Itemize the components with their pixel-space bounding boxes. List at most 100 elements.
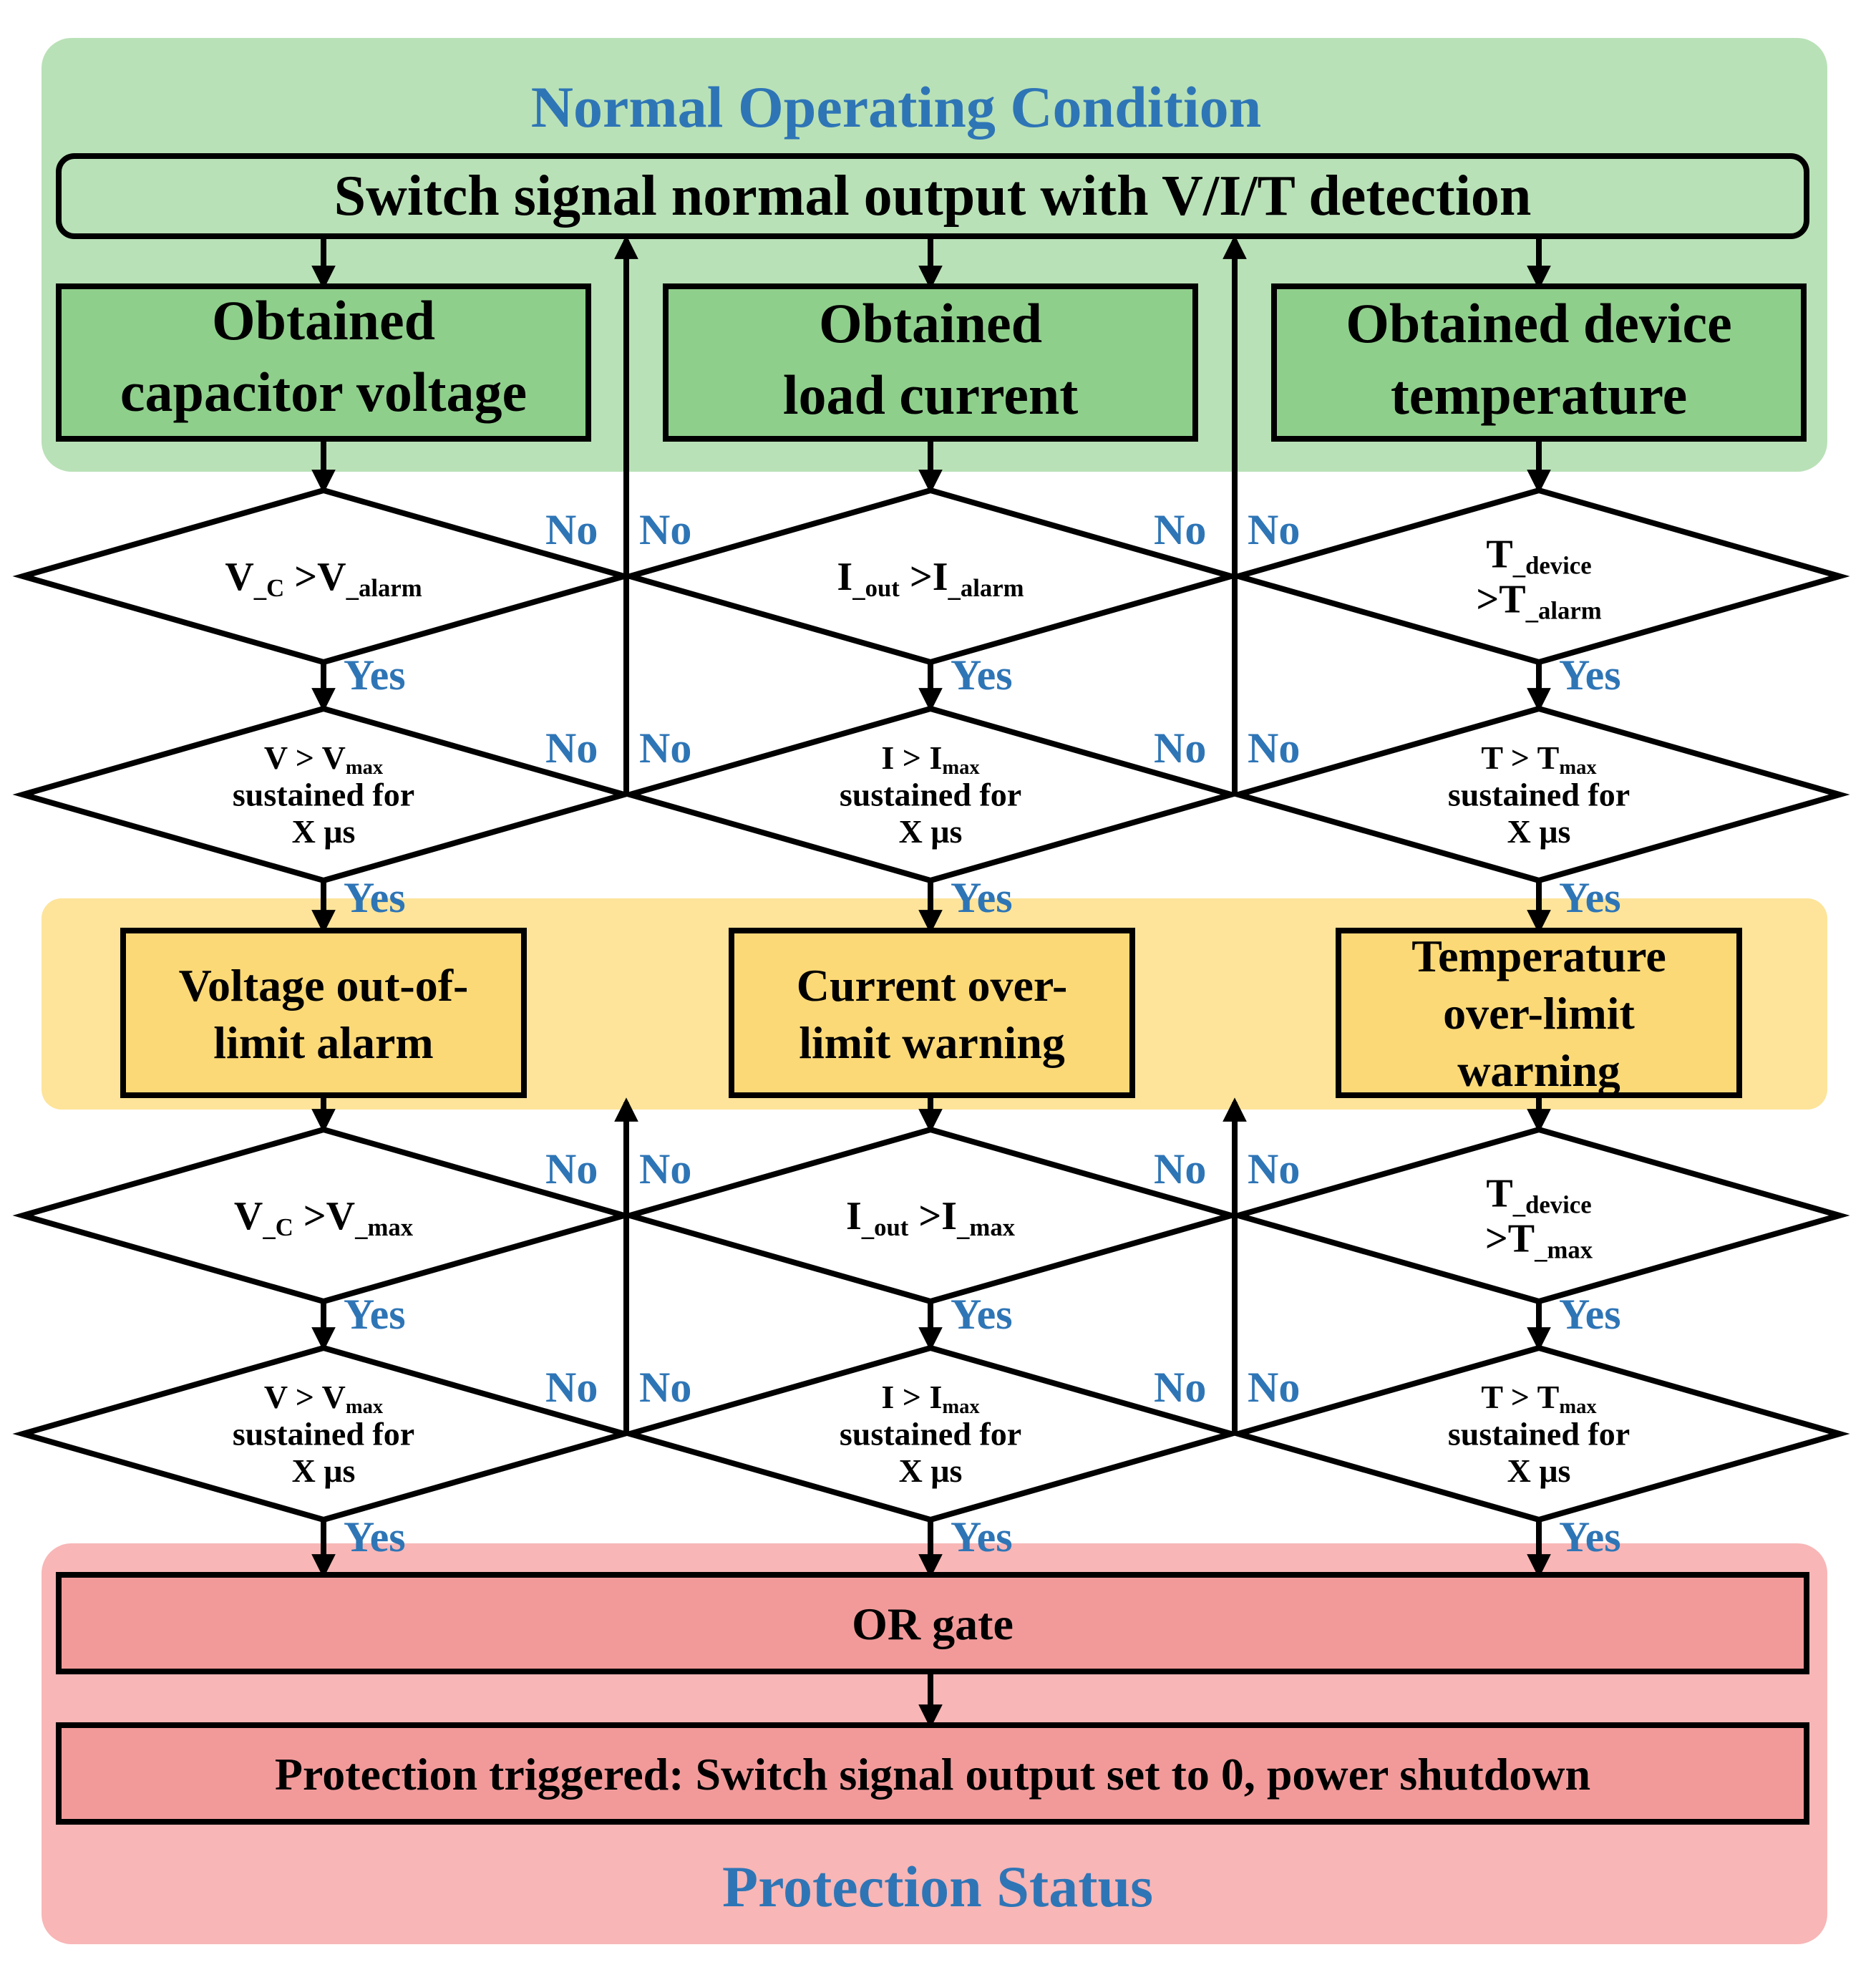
normal-zone-title: Normal Operating Condition [531,74,1261,140]
warning-line: limit warning [799,1017,1065,1068]
obtain-line: capacitor voltage [120,361,527,423]
condition-part: sustained for [1448,777,1630,813]
condition-text: X μs [899,1452,963,1489]
no-label: No [545,724,598,772]
subscript: max [942,757,980,779]
switch-signal-box [56,153,1809,239]
condition-text: sustained for [840,1416,1021,1452]
condition-text: X μs [1507,1452,1571,1489]
no-label: No [1248,1145,1300,1193]
obtain-box [1271,283,1807,442]
decision-shape [1228,1126,1850,1305]
no-label: No [639,1364,691,1411]
condition-part: sustained for [1448,1416,1630,1452]
max-threshold-diamond: V_C >V_max [12,1126,635,1305]
subscript: _device [1512,1190,1592,1218]
obtain-capacitor-voltage-node: Obtained capacitor voltage [56,283,591,442]
decision-shape [12,487,635,666]
no-label: No [639,506,691,553]
condition-text: I > Imax [881,1379,980,1418]
obtain-box [56,283,591,442]
condition-text: V > Vmax [264,739,384,779]
condition-text: sustained for [233,777,414,813]
yes-label: Yes [951,1513,1013,1561]
obtain-box [663,283,1198,442]
condition-part: X μs [292,1452,356,1489]
protection-zone-title: Protection Status [722,1854,1153,1919]
no-label: No [639,724,691,772]
condition-text: I_out >I_max [846,1194,1016,1241]
switch-signal-label: Switch signal normal output with V/I/T d… [334,165,1532,228]
condition-part: T [1486,1172,1512,1216]
connector-layer [311,235,1551,1729]
subscript: max [1559,757,1597,779]
alarm-threshold-diamond: T_device>T_alarm [1228,487,1850,666]
condition-text: X μs [292,813,356,850]
subscript: _alarm [1525,596,1602,624]
yes-label: Yes [344,1513,406,1561]
max-threshold-diamond: T_device>T_max [1228,1126,1850,1305]
condition-part: V [225,555,253,599]
condition-text: T_device [1486,533,1591,580]
subscript: _alarm [346,574,422,602]
no-label: No [1248,506,1300,553]
decision-shape [12,705,635,884]
or-gate-box [56,1572,1809,1674]
warning-line: warning [1457,1045,1620,1096]
decision-shape [1228,705,1850,884]
yes-label: Yes [1559,651,1621,699]
condition-part: I > I [881,1379,942,1415]
warning-box [1336,928,1742,1098]
condition-part: sustained for [840,1416,1021,1452]
yes-label: Yes [951,1291,1013,1338]
decision-shape [619,1344,1242,1523]
obtain-line: load current [783,364,1078,426]
decision-shape [12,1344,635,1523]
condition-text: V > Vmax [264,1379,384,1418]
no-label: No [1248,724,1300,772]
condition-part: X μs [292,813,356,850]
decision-shape [1228,487,1850,666]
condition-part: T > T [1481,1379,1559,1415]
subscript: max [346,1396,384,1418]
condition-part: X μs [1507,1452,1571,1489]
obtain-load-current-node: Obtained load current [663,283,1198,442]
subscript: _max [1534,1236,1593,1263]
warning-box [120,928,527,1098]
condition-part: >T [1476,577,1525,621]
subscript: max [942,1396,980,1418]
condition-part: I [846,1194,862,1238]
subscript: max [346,757,384,779]
condition-part: V > V [264,739,346,776]
condition-text: T > Tmax [1481,1379,1597,1418]
obtain-line: Obtained [819,292,1042,354]
warning-boxes: Voltage out-of- limit alarm Current over… [120,928,1742,1098]
yes-label: Yes [951,651,1013,699]
condition-part: I [837,555,852,599]
condition-part: >V [284,555,346,599]
yes-label: Yes [344,1291,406,1338]
subscript: _C [253,574,284,602]
condition-text: V_C >V_alarm [225,555,422,602]
condition-text: X μs [292,1452,356,1489]
obtain-device-temperature-node: Obtained device temperature [1271,283,1807,442]
condition-text: >T_max [1485,1216,1593,1263]
subscript: _device [1512,551,1592,579]
no-label: No [1154,1364,1206,1411]
condition-text: I > Imax [881,739,980,779]
subscript: _out [861,1213,909,1241]
condition-part: sustained for [233,777,414,813]
condition-part: >I [908,1194,957,1238]
condition-part: T [1486,533,1512,577]
subscript: _max [956,1213,1016,1241]
decision-shape [1228,1344,1850,1523]
condition-part: >T [1485,1216,1535,1261]
no-label: No [1248,1364,1300,1411]
protection-triggered-label: Protection triggered: Switch signal outp… [275,1749,1590,1800]
condition-text: sustained for [840,777,1021,813]
condition-text: X μs [899,813,963,850]
